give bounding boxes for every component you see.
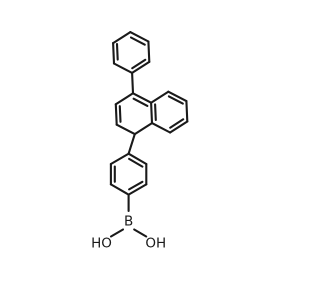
bond-phenyl-naphthalene bbox=[131, 71, 135, 95]
molecule-canvas: B HO OH bbox=[91, 31, 189, 252]
structure-diagram: B HO OH bbox=[91, 31, 189, 252]
boron-atom-label: B bbox=[124, 213, 133, 229]
hydroxyl-left-label: HO bbox=[91, 236, 112, 252]
bond-naphthalene-phenyl bbox=[127, 133, 136, 155]
naphthalene-right-ring bbox=[150, 90, 189, 134]
naphthalene-left-ring bbox=[114, 92, 154, 136]
hydroxyl-right-label: OH bbox=[145, 236, 166, 252]
phenyl-ring-bottom bbox=[109, 152, 148, 196]
bond-boron-oxygen-left bbox=[109, 228, 125, 238]
bond-boron-oxygen-right bbox=[133, 228, 148, 238]
phenyl-ring-top bbox=[112, 31, 151, 74]
